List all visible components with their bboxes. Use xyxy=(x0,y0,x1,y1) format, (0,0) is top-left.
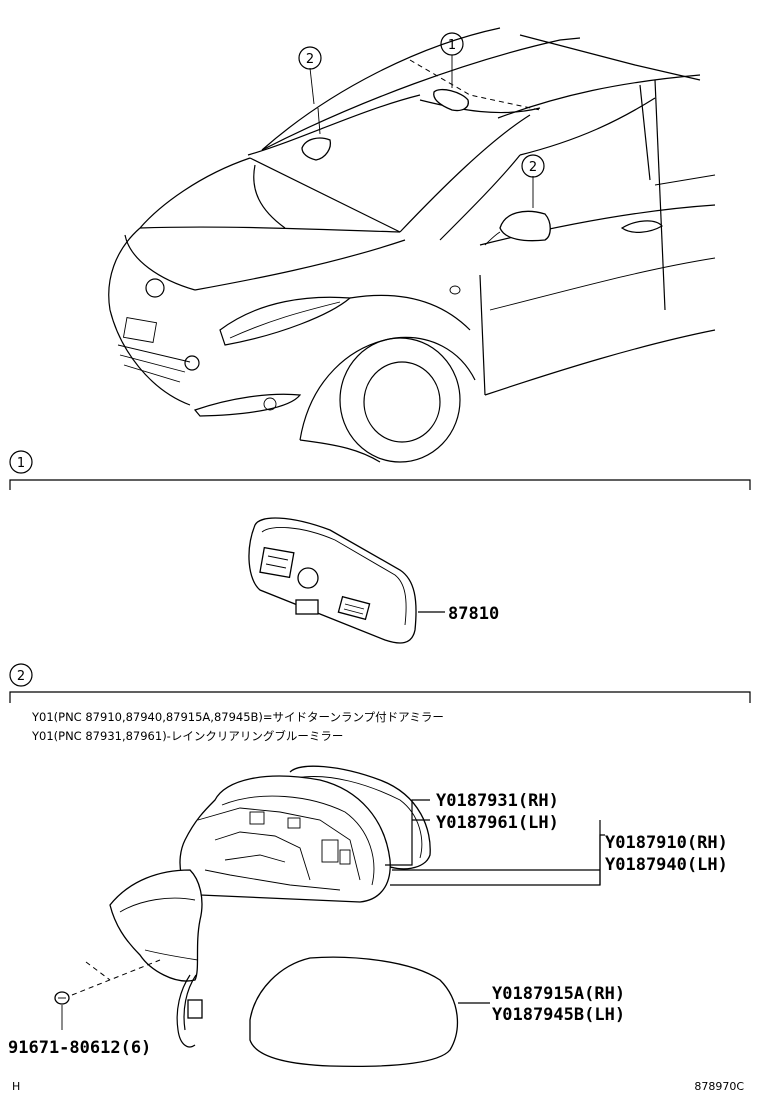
label-assy-lh: Y0187940(LH) xyxy=(605,855,728,875)
svg-text:2: 2 xyxy=(529,160,537,175)
car-illustration xyxy=(108,27,716,463)
svg-text:2: 2 xyxy=(17,669,25,684)
label-glass-rh: Y0187915A(RH) xyxy=(492,984,625,1004)
svg-text:1: 1 xyxy=(448,38,456,53)
label-cover-rh: Y0187931(RH) xyxy=(436,791,559,811)
label-screw: 91671-80612(6) xyxy=(8,1038,151,1058)
svg-text:1: 1 xyxy=(17,456,25,471)
callout-inner-mirror: 1 xyxy=(440,32,464,56)
label-glass-lh: Y0187945B(LH) xyxy=(492,1005,625,1025)
label-assy-rh: Y0187910(RH) xyxy=(605,833,728,853)
svg-text:2: 2 xyxy=(306,52,314,67)
exterior-mirror-assy xyxy=(54,765,605,1048)
section2-header: 2 xyxy=(9,663,751,703)
footer-figure-number: 878970C xyxy=(694,1080,744,1093)
footer-left-code: H xyxy=(12,1080,20,1093)
callout-ext-mirror-left: 2 xyxy=(298,46,322,70)
section1-header: 1 xyxy=(9,450,751,490)
mirror-glass xyxy=(249,956,490,1067)
section2-note-2: Y01(PNC 87931,87961)-レインクリアリングブルーミラー xyxy=(31,729,343,743)
inner-mirror-part xyxy=(248,517,445,644)
inner-mirror-part-number: 87810 xyxy=(448,604,499,624)
section2-note-1: Y01(PNC 87910,87940,87915A,87945B)=サイドター… xyxy=(31,710,444,724)
label-cover-lh: Y0187961(LH) xyxy=(436,813,559,833)
callout-ext-mirror-right: 2 xyxy=(521,154,545,178)
